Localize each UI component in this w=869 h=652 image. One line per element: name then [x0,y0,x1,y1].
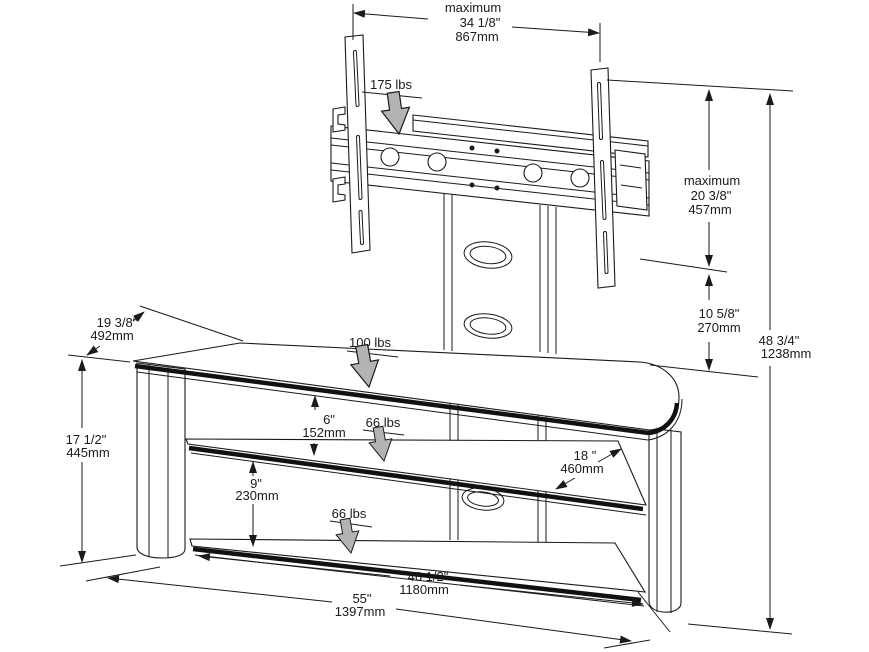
load-middle-label: 66 lbs [366,415,401,430]
dim-label: 20 3/8" [691,188,732,203]
load-arrow-icon [368,425,393,462]
crossbar-hole [427,152,447,172]
dim-label: 152mm [302,425,345,440]
dim-label: 55" [352,591,371,606]
bolt-hole [469,145,475,151]
dim-mount-max-width: maximum 34 1/8" 867mm [352,0,601,62]
dim-label: 1397mm [335,604,386,619]
left-leg [136,362,186,559]
top-shelf [132,342,683,441]
load-middle-shelf: 66 lbs [362,415,405,462]
tv-mount-bracket [330,34,650,289]
dim-label: 492mm [90,328,133,343]
load-bottom-shelf: 66 lbs [329,506,373,554]
dim-label: 46 1/2" [408,569,449,584]
dim-label: 230mm [235,488,278,503]
load-arrow-icon [349,343,380,389]
mount-right-rail [590,67,648,289]
dim-overall-width: 55" 1397mm [107,575,651,649]
center-column-upper [443,194,557,354]
dim-label: 445mm [66,445,109,460]
dim-label: 9" [250,476,262,491]
load-bottom-label: 66 lbs [332,506,367,521]
mount-crossbar [330,125,650,217]
dim-mount-max-height: maximum 20 3/8" 457mm [606,79,794,273]
mount-left-rail [332,34,371,254]
load-mount: 175 lbs [361,77,423,136]
dim-label: 48 3/4" [759,333,800,348]
crossbar-hole [380,147,400,167]
dim-shelf-width: 46 1/2" 1180mm [198,553,671,633]
right-leg [648,427,682,613]
dim-label: 457mm [688,202,731,217]
crossbar-hole [570,168,590,188]
bottom-shelf [189,538,647,607]
dim-label: 1238mm [761,346,812,361]
dim-label: 867mm [455,29,498,44]
dim-label: 460mm [560,461,603,476]
dim-label: 6" [323,412,335,427]
middle-shelf [185,438,647,516]
dim-label: 270mm [697,320,740,335]
load-ratings: 175 lbs 100 lbs 66 lbs 66 lbs [329,77,423,554]
dim-middle-shelf-depth: 18 " 460mm [555,448,622,490]
dim-label: 10 5/8" [699,306,740,321]
dim-cabinet-height: 17 1/2" 445mm [59,359,161,582]
cable-hole-upper [463,241,513,269]
dim-top-shelf-depth: 19 3/8" 492mm [67,305,244,363]
load-arrow-icon [380,90,411,136]
dim-mount-to-shelf: 10 5/8" 270mm [649,274,759,378]
dim-top-to-middle-gap: 6" 152mm [302,395,346,456]
dim-label: 19 3/8" [97,315,138,330]
bolt-hole [469,182,475,188]
dim-label: 34 1/8" [460,15,501,30]
bolt-hole [494,148,500,154]
dim-label: 17 1/2" [66,432,107,447]
cable-hole-middle [463,313,513,339]
dim-label: 18 " [574,448,597,463]
dim-label: maximum [445,0,501,15]
dim-label: maximum [684,173,740,188]
crossbar-hole [523,163,543,183]
load-mount-label: 175 lbs [370,77,412,92]
dim-overall-height: 48 3/4" 1238mm [687,93,812,635]
mount-back-plate [412,114,649,158]
load-top-shelf: 100 lbs [346,335,399,389]
dimension-annotations: maximum 34 1/8" 867mm maximum 20 3/8" 45… [59,0,812,649]
dim-middle-to-bottom-gap: 9" 230mm [235,461,279,547]
bolt-hole [494,185,500,191]
dim-label: 1180mm [399,582,449,597]
load-arrow-icon [335,517,360,554]
